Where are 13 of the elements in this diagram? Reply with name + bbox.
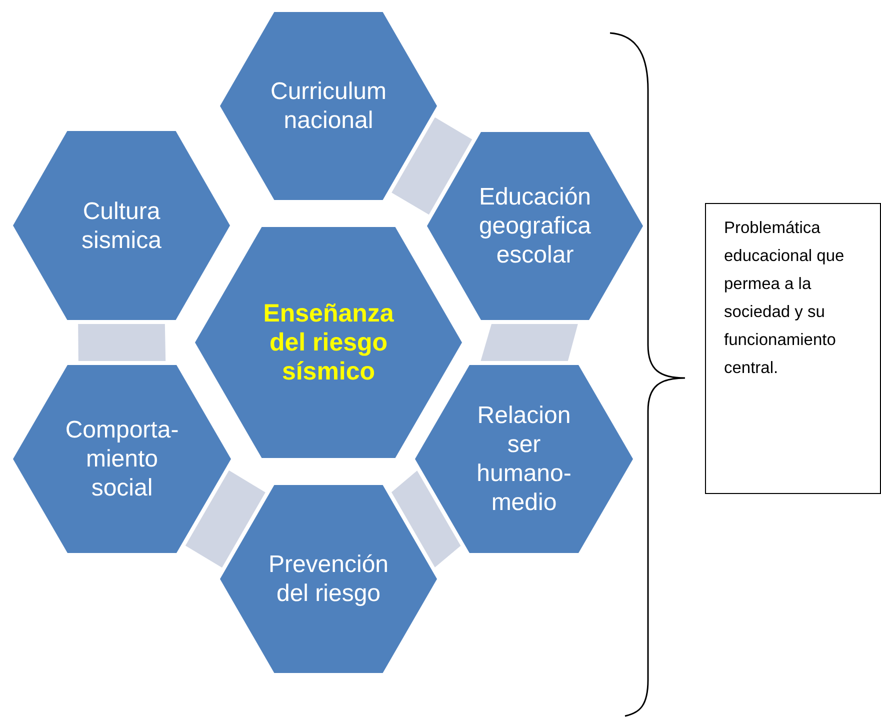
hexagon-label: Prevención del riesgo: [267, 550, 390, 608]
connector-band: [480, 324, 578, 361]
note-box: Problemática educacional que permea a la sociedad y su funcionamiento central.: [705, 203, 881, 494]
hexagon-label: Curriculum nacional: [269, 77, 388, 135]
connector-band: [392, 470, 461, 568]
center-label: Enseñanza del riesgo sísmico: [262, 299, 395, 386]
connector-band: [392, 117, 472, 215]
connector-band: [78, 324, 166, 361]
hexagon-label: Relacion ser humano- medio: [476, 401, 572, 517]
hexagon-label: Cultura sismica: [80, 196, 162, 254]
hexagon-label: Comporta- miento social: [64, 416, 180, 502]
connector-band: [185, 470, 266, 568]
hexagon-label: Educación geografica escolar: [478, 182, 592, 270]
